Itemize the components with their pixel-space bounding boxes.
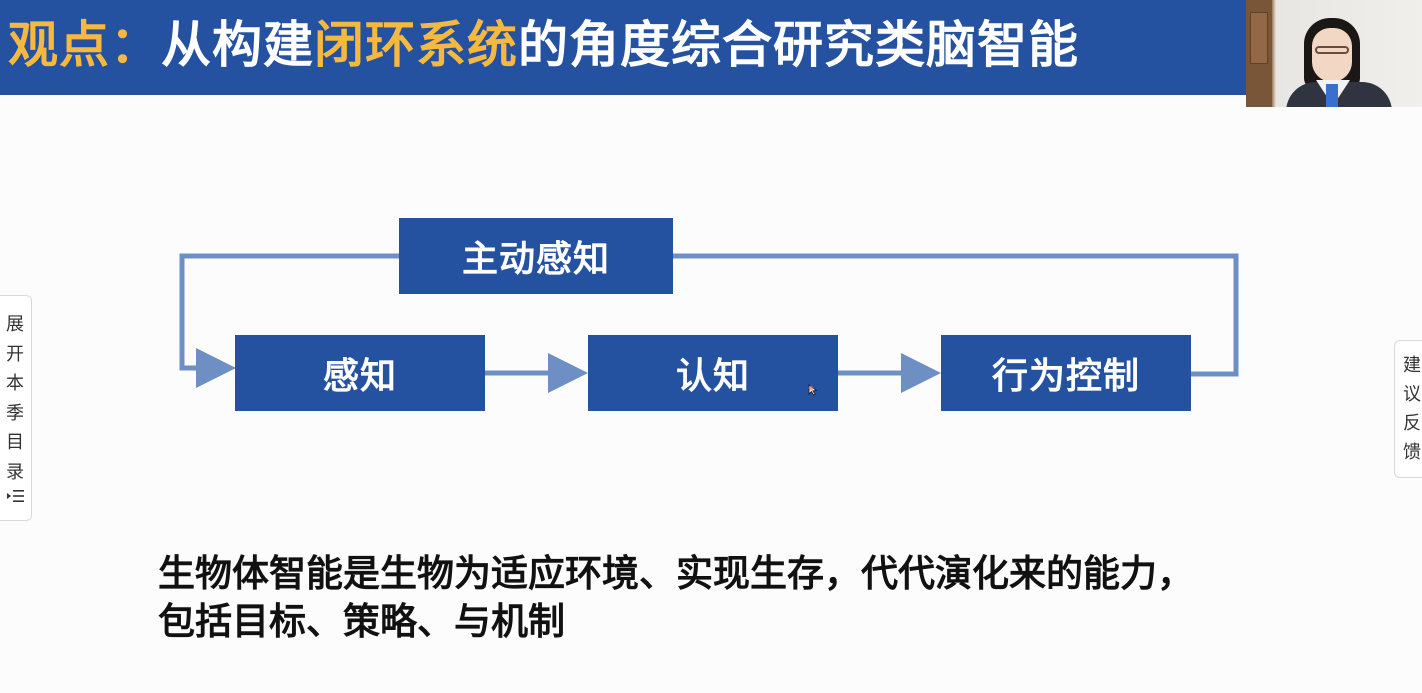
mouse-pointer-icon [808,384,818,396]
behavior-control-box: 行为控制 [941,335,1191,411]
slide-statement: 生物体智能是生物为适应环境、实现生存，代代演化来的能力， 包括目标、策略、与机制 [158,550,1358,646]
cognition-box: 认知 [588,335,838,411]
expand-catalog-tab[interactable]: 展开本季目录 [0,295,32,521]
title-part1: 从构建 [161,16,314,74]
loop-return-line [179,253,399,388]
feedback-loop-line [673,253,1239,377]
perception-box: 感知 [235,335,485,411]
speaker-webcam-video[interactable] [1246,0,1422,107]
active-perception-box: 主动感知 [399,218,673,294]
feedback-label: 建议反馈 [1403,355,1421,463]
statement-line-1: 生物体智能是生物为适应环境、实现生存，代代演化来的能力， [158,552,1194,595]
title-part2: 的角度综合研究类脑智能 [518,16,1079,74]
diagram-connectors [179,253,1239,393]
title-banner: 观点：从构建闭环系统的角度综合研究类脑智能 [0,0,1246,95]
title-colon: ： [110,16,161,74]
statement-line-2: 包括目标、策略、与机制 [158,600,565,643]
title-highlight: 闭环系统 [314,16,518,74]
expand-catalog-label: 展开本季目录 [6,314,24,483]
closed-loop-diagram: 主动感知 感知 认知 行为控制 [170,210,1250,420]
feedback-tab[interactable]: 建议反馈 [1394,340,1422,478]
title-prefix: 观点 [8,16,110,74]
list-indent-icon [7,490,24,502]
slide-title: 观点：从构建闭环系统的角度综合研究类脑智能 [8,14,1079,76]
